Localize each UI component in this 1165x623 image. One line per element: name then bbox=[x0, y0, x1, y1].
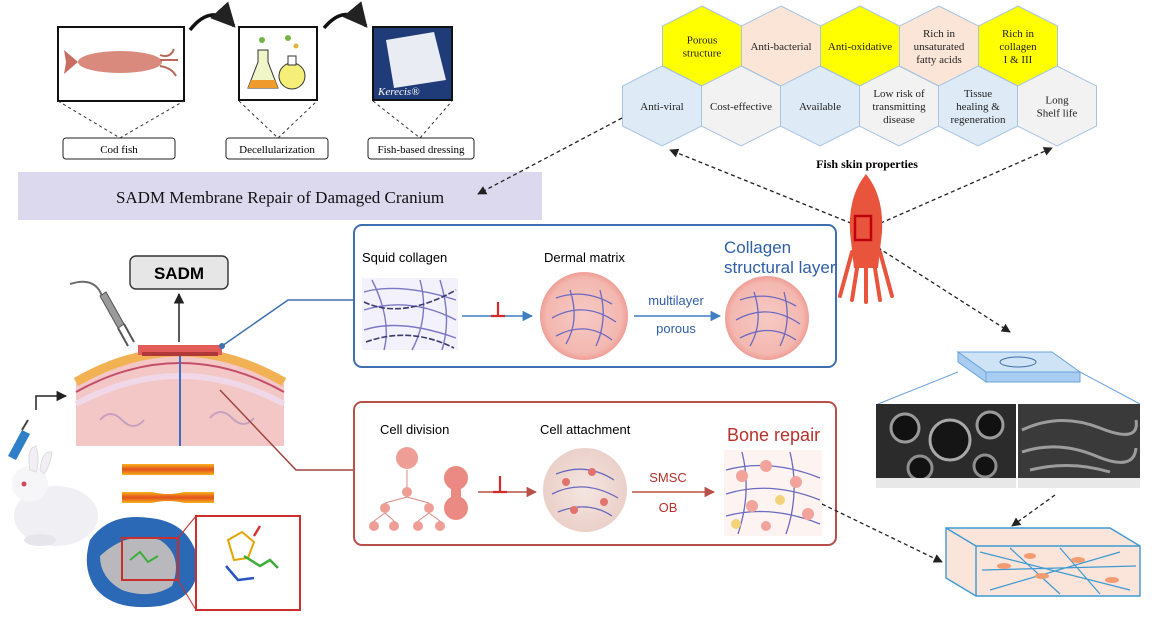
step-label-decellularization: Decellularization bbox=[239, 144, 315, 156]
dashed-arrow-to-antiviral bbox=[669, 148, 859, 227]
cell-division-tree bbox=[369, 447, 468, 531]
ob-label: OB bbox=[659, 500, 678, 515]
title-banner bbox=[18, 172, 542, 220]
scaffold-icon bbox=[877, 351, 1141, 405]
cell-attachment-label: Cell attachment bbox=[540, 422, 631, 437]
property-label: Rich in bbox=[1002, 28, 1035, 40]
connector-to-bone-panel bbox=[219, 389, 354, 471]
step-label-cod-fish: Cod fish bbox=[100, 144, 138, 156]
dermal-matrix-label: Dermal matrix bbox=[544, 250, 625, 265]
property-label: Rich in bbox=[923, 28, 956, 40]
cell-attachment-disc bbox=[543, 448, 627, 532]
dashed-arrow-to-banner bbox=[477, 117, 623, 195]
sem-image-left bbox=[876, 404, 1016, 488]
property-label: fatty acids bbox=[916, 54, 962, 66]
property-label: Anti-viral bbox=[640, 101, 683, 113]
inhibit-symbol-bone bbox=[493, 476, 507, 494]
step-label-fish-dressing: Fish-based dressing bbox=[377, 144, 465, 156]
banner-title: SADM Membrane Repair of Damaged Cranium bbox=[116, 188, 444, 207]
arrow-rabbit-to-cranium bbox=[35, 390, 68, 410]
property-label: transmitting bbox=[872, 101, 926, 113]
squid-icon bbox=[838, 174, 894, 304]
connector-to-collagen-panel bbox=[221, 299, 356, 347]
process-flow: Kerecis® Cod fish Decellularization Fish… bbox=[57, 1, 475, 160]
property-label: disease bbox=[883, 114, 915, 126]
property-label: Tissue bbox=[964, 88, 992, 100]
binding-site-zoom bbox=[177, 515, 301, 611]
porous-label: porous bbox=[656, 321, 696, 336]
squid-collagen-label: Squid collagen bbox=[362, 250, 447, 265]
decellularization-image bbox=[238, 26, 318, 101]
property-label: collagen bbox=[999, 41, 1037, 53]
structural-layer-title-2: structural layer bbox=[724, 258, 836, 277]
process-arrow-1 bbox=[188, 1, 236, 32]
surgical-instrument-icon bbox=[69, 280, 135, 347]
smsc-label: SMSC bbox=[649, 470, 687, 485]
fish-dressing-image: Kerecis® bbox=[372, 26, 453, 101]
cell-scaffold-cube-icon bbox=[945, 527, 1141, 597]
cell-division-label: Cell division bbox=[380, 422, 449, 437]
property-label: Available bbox=[799, 101, 841, 113]
sadm-box bbox=[129, 255, 229, 290]
dashed-arrow-to-shelflife bbox=[873, 147, 1053, 227]
bone-tube-lower bbox=[122, 492, 214, 503]
property-label: Cost-effective bbox=[710, 101, 772, 113]
sem-image-right bbox=[1018, 404, 1140, 488]
inhibit-symbol bbox=[491, 302, 505, 318]
property-label: I & III bbox=[1004, 54, 1033, 66]
collagen-structural-layer-disc bbox=[725, 276, 809, 360]
property-label: Anti-bacterial bbox=[750, 41, 811, 53]
sadm-label: SADM bbox=[154, 264, 204, 283]
bone-repair-title: Bone repair bbox=[727, 425, 820, 445]
process-arrow-2 bbox=[322, 1, 368, 30]
dermal-matrix-disc bbox=[540, 272, 628, 360]
property-label: Low risk of bbox=[873, 88, 925, 100]
property-label: unsaturated bbox=[914, 41, 965, 53]
dashed-arrow-to-cell-cube bbox=[1011, 494, 1056, 527]
cranium-cross-section bbox=[73, 345, 287, 446]
bone-tube-upper bbox=[122, 464, 214, 475]
properties-caption: Fish skin properties bbox=[816, 157, 918, 171]
bone-repair-matrix bbox=[724, 450, 822, 536]
cod-fish-image bbox=[57, 26, 185, 102]
dashed-arrow-bone-to-cube bbox=[821, 503, 943, 563]
property-label: healing & bbox=[956, 101, 1000, 113]
property-label: structure bbox=[683, 48, 722, 60]
property-label: Long bbox=[1045, 95, 1069, 107]
squid-collagen-fibers bbox=[362, 278, 458, 351]
syringe-icon bbox=[8, 419, 30, 460]
rabbit-icon bbox=[12, 445, 98, 546]
dashed-arrow-to-scaffold bbox=[865, 239, 1011, 333]
property-hexagon bbox=[1017, 65, 1097, 147]
property-label: Anti-oxidative bbox=[828, 41, 892, 53]
protein-structure-icon bbox=[86, 516, 199, 608]
property-label: Shelf life bbox=[1037, 108, 1078, 120]
structural-layer-title-1: Collagen bbox=[724, 238, 791, 257]
property-label: Porous bbox=[687, 35, 718, 47]
property-label: regeneration bbox=[951, 114, 1006, 126]
multilayer-label: multilayer bbox=[648, 293, 704, 308]
brand-text: Kerecis® bbox=[377, 86, 420, 98]
